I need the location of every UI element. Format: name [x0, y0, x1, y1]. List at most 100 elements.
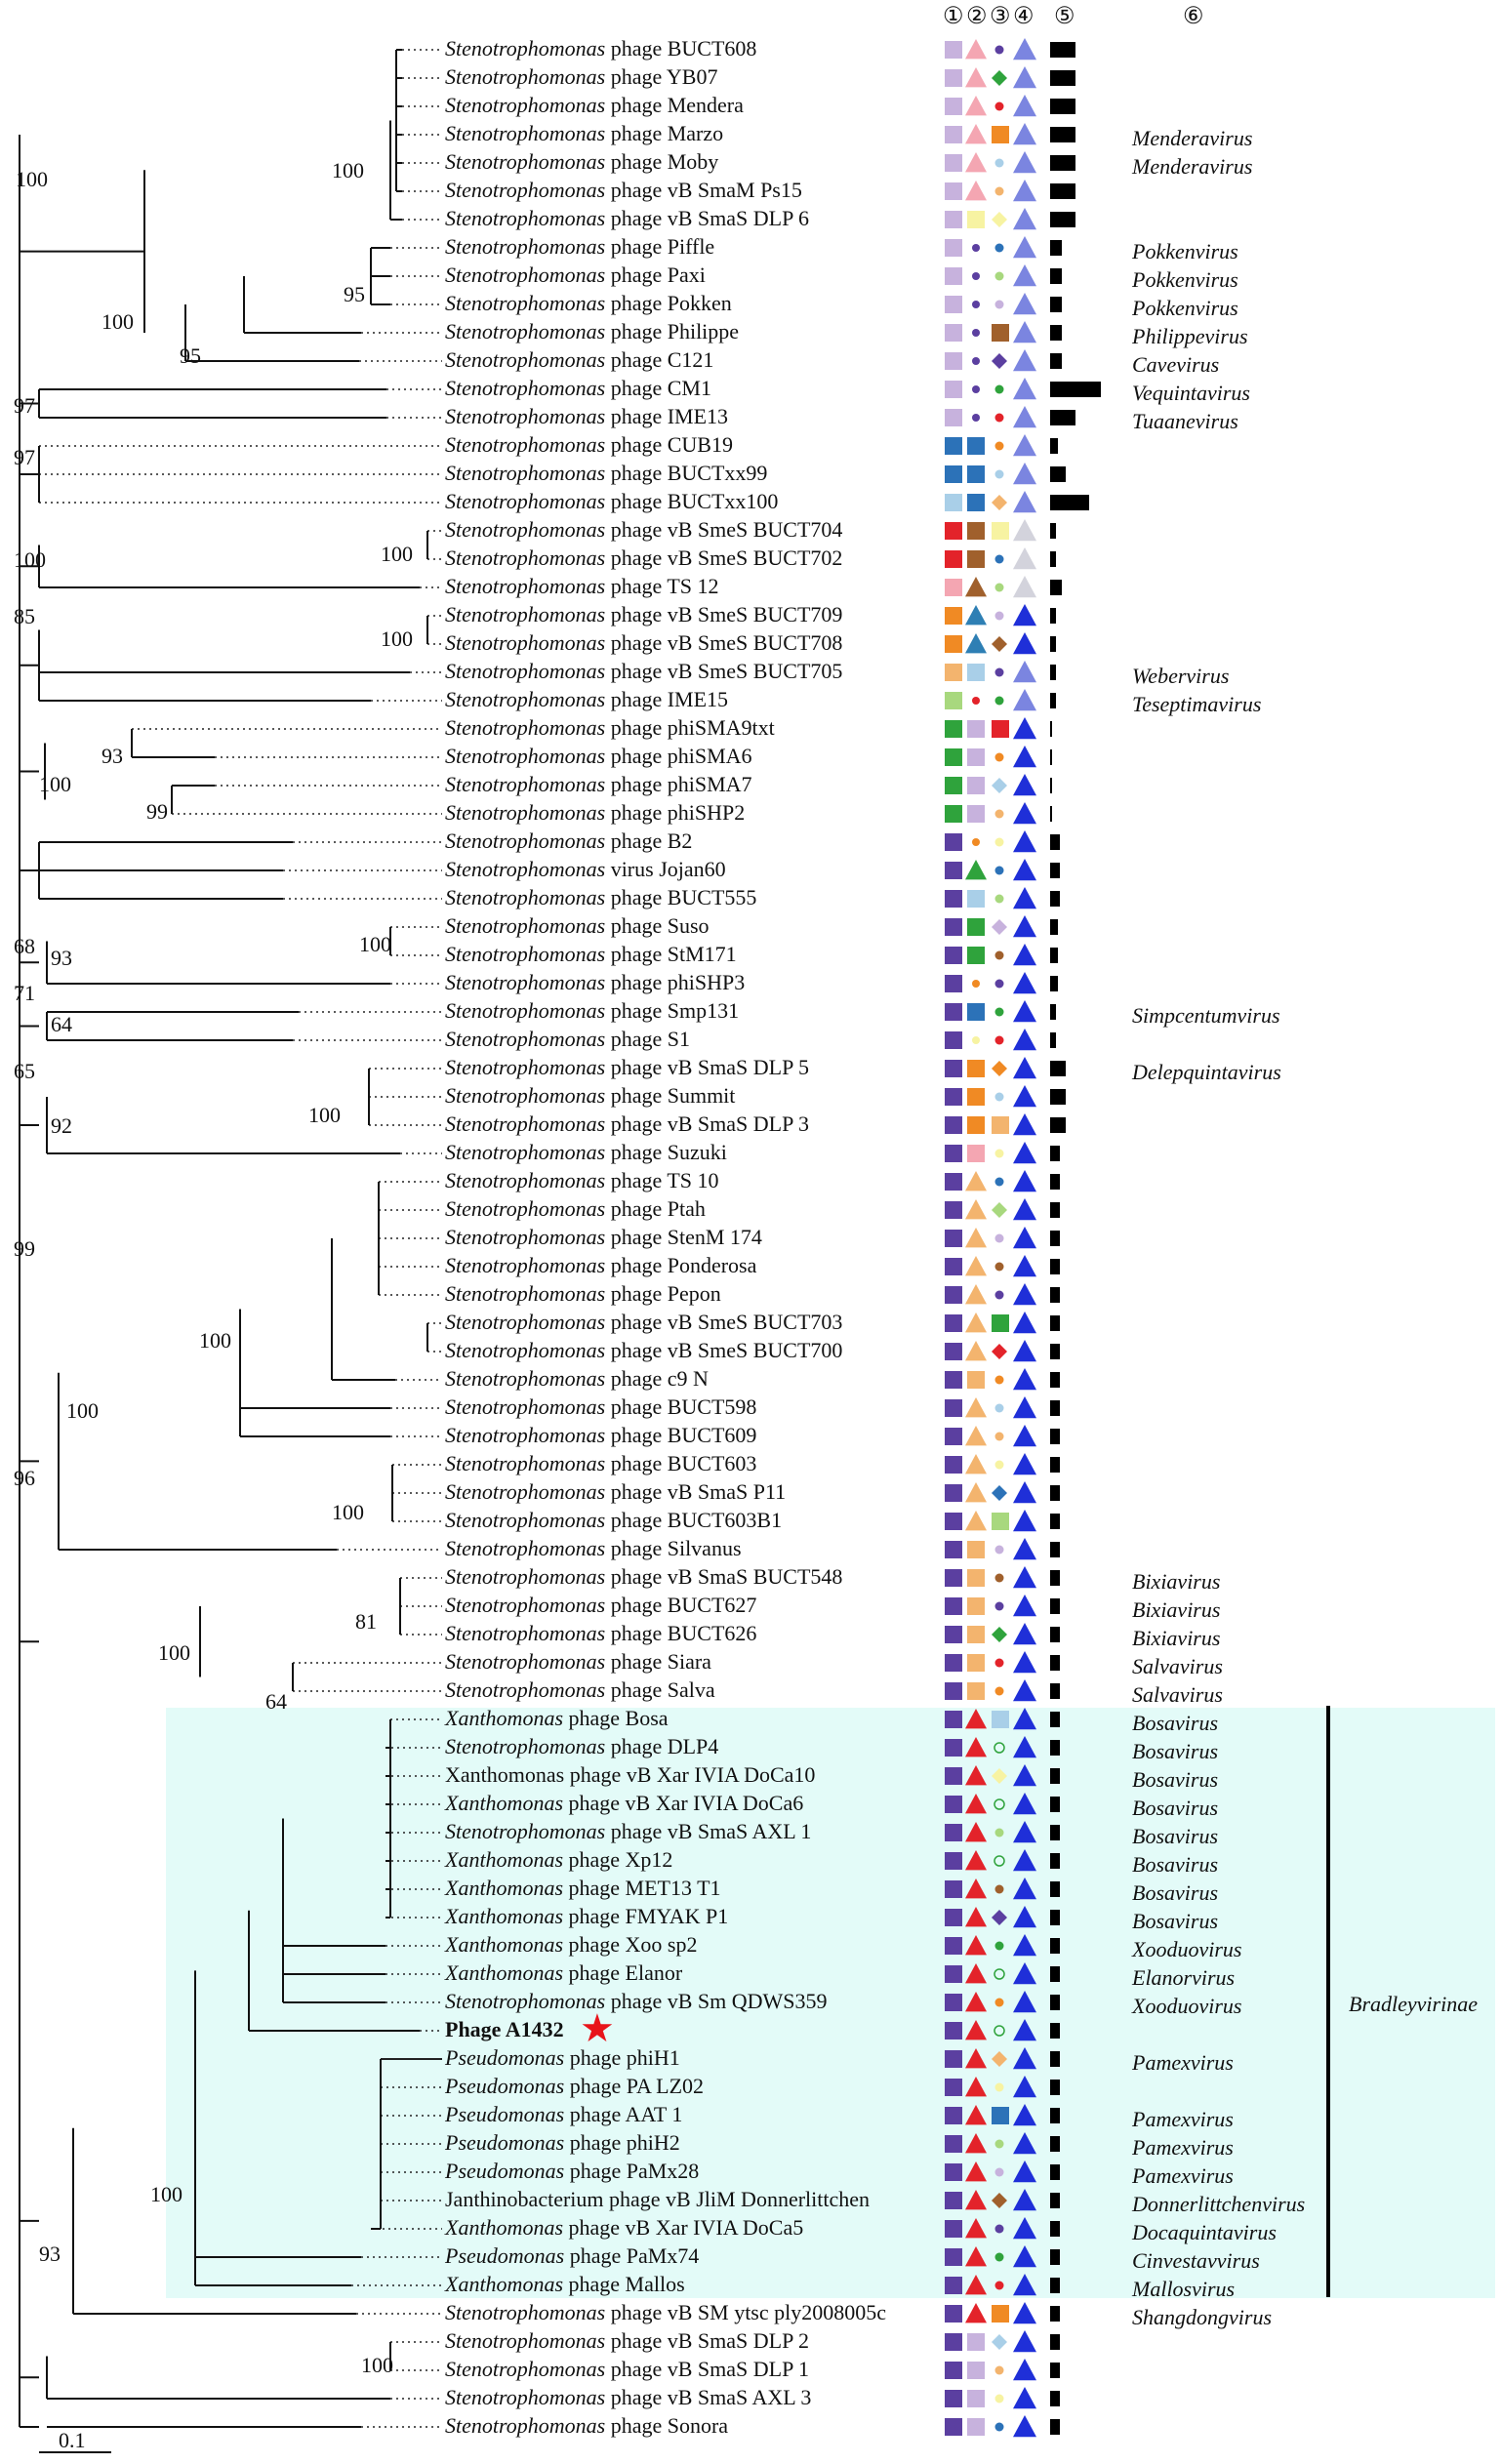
bootstrap-value: 100	[361, 2353, 393, 2377]
taxon-host-genus: Stenotrophomonas	[445, 1423, 606, 1447]
trait-5-bar	[1050, 268, 1062, 284]
taxon-label: Stenotrophomonas phage vB SmaS DLP 3	[445, 1112, 809, 1136]
trait-3-dot	[994, 441, 1004, 451]
taxon-host-genus: Stenotrophomonas	[445, 1621, 606, 1645]
virus-genus-label: Vequintavirus	[1132, 381, 1250, 405]
trait-5-bar	[1050, 183, 1075, 199]
taxon-host-genus: Stenotrophomonas	[445, 1593, 606, 1617]
trait-5-bar	[1050, 1542, 1060, 1557]
trait-3-square	[992, 1513, 1009, 1530]
bootstrap-value: 99	[14, 1236, 35, 1261]
trait-5-bar	[1050, 1768, 1060, 1784]
trait-1-square	[945, 2022, 962, 2040]
trait-5-bar	[1050, 325, 1062, 341]
trait-2-triangle	[965, 1878, 987, 1899]
taxon-label: Stenotrophomonas phage BUCT603B1	[445, 1509, 782, 1532]
taxon-label: Xanthomonas phage vB Xar IVIA DoCa6	[445, 1792, 803, 1815]
trait-4-triangle	[1013, 349, 1036, 372]
bootstrap-value: 100	[359, 932, 391, 956]
trait-1-square	[945, 2277, 962, 2294]
taxon-host-genus: Stenotrophomonas	[445, 461, 606, 485]
taxon-label: Stenotrophomonas phage Sonora	[445, 2414, 728, 2438]
trait-5-bar	[1050, 70, 1075, 86]
trait-1-square	[945, 777, 962, 794]
taxon-host-genus: Stenotrophomonas	[445, 998, 606, 1023]
trait-5-bar	[1050, 2363, 1060, 2378]
trait-5-bar	[1050, 1004, 1056, 1020]
trait-5-bar	[1050, 155, 1075, 171]
trait-3-square	[992, 1314, 1009, 1332]
virus-genus-label: Xooduovirus	[1132, 1994, 1242, 2018]
taxon-name: virus Jojan60	[605, 857, 726, 881]
taxon-label: Stenotrophomonas phage S1	[445, 1028, 690, 1051]
taxon-host-genus: Stenotrophomonas	[445, 1677, 606, 1702]
trait-3-dot	[994, 667, 1004, 677]
taxon-label: Stenotrophomonas phage Ponderosa	[445, 1254, 756, 1277]
trait-2-dot	[972, 357, 980, 365]
trait-3-dot	[994, 1573, 1004, 1583]
taxon-name: phage vB SmaS BUCT548	[605, 1564, 843, 1589]
trait-4-triangle	[1013, 1142, 1036, 1164]
trait-5-bar	[1050, 636, 1056, 652]
trait-1-square	[945, 1484, 962, 1502]
trait-1-square	[945, 1088, 962, 1106]
taxon-host-genus: Xanthomonas	[445, 1847, 563, 1872]
trait-5-bar	[1050, 1315, 1060, 1331]
trait-5-bar	[1050, 99, 1075, 114]
trait-3-dot	[994, 950, 1004, 960]
trait-3-dot	[994, 1968, 1005, 1980]
trait-4-triangle	[1013, 2302, 1036, 2324]
taxon-name: phage Elanor	[563, 1960, 683, 1985]
trait-1-square	[945, 918, 962, 936]
trait-3-dot	[994, 554, 1004, 564]
trait-1-square	[945, 1428, 962, 1445]
trait-5-bar	[1050, 1429, 1060, 1444]
taxon-name: phage Ptah	[605, 1196, 706, 1221]
subfamily-bracket	[1326, 1706, 1330, 2297]
trait-1-square	[945, 748, 962, 766]
taxon-name: Janthinobacterium phage vB JliM Donnerli…	[445, 2187, 871, 2211]
trait-2-triangle	[965, 67, 987, 88]
virus-genus-label: Bosavirus	[1132, 1767, 1218, 1792]
trait-1-square	[945, 2248, 962, 2266]
trait-1-square	[945, 465, 962, 483]
virus-genus-label: Elanorvirus	[1132, 1965, 1236, 1990]
taxon-label: Stenotrophomonas phage BUCTxx100	[445, 490, 778, 513]
bootstrap-value: 99	[146, 799, 168, 824]
trait-1-square	[945, 296, 962, 313]
virus-genus-label: Webervirus	[1132, 664, 1230, 688]
virus-genus-label: Pamexvirus	[1132, 2050, 1234, 2075]
taxon-host-genus: Xanthomonas	[445, 2272, 563, 2296]
taxon-name: phage vB SmeS BUCT704	[605, 517, 843, 542]
trait-3-diamond	[992, 1061, 1007, 1076]
trait-2-square	[967, 1682, 985, 1700]
taxon-host-genus: Stenotrophomonas	[445, 234, 606, 259]
taxon-label: Xanthomonas phage FMYAK P1	[445, 1905, 728, 1928]
trait-2-triangle	[965, 2303, 987, 2323]
trait-3-dot	[994, 2139, 1004, 2149]
trait-5-bar	[1050, 2051, 1060, 2067]
taxon-label: Xanthomonas phage vB Xar IVIA DoCa5	[445, 2216, 803, 2240]
trait-4-triangle	[1013, 915, 1036, 938]
trait-3-square	[992, 1711, 1009, 1728]
trait-2-square	[967, 1060, 985, 1077]
taxon-name: phage Piffle	[605, 234, 715, 259]
taxon-label: Stenotrophomonas phage Ptah	[445, 1197, 706, 1221]
trait-2-square	[967, 494, 985, 511]
taxon-host-genus: Stenotrophomonas	[445, 1111, 606, 1136]
taxon-name: phage c9 N	[605, 1366, 709, 1391]
trait-5-bar	[1050, 382, 1101, 397]
trait-1-square	[945, 381, 962, 398]
taxon-host-genus: Xanthomonas	[445, 1706, 563, 1730]
taxon-host-genus: Stenotrophomonas	[445, 1564, 606, 1589]
taxon-host-genus: Stenotrophomonas	[445, 828, 606, 853]
taxon-name: phage StM171	[605, 942, 737, 966]
taxon-host-genus: Stenotrophomonas	[445, 1055, 606, 1079]
taxon-label: Stenotrophomonas phage vB SmeS BUCT702	[445, 546, 842, 570]
taxon-host-genus: Stenotrophomonas	[445, 64, 606, 89]
trait-4-triangle	[1013, 236, 1036, 259]
trait-1-square	[945, 1597, 962, 1615]
trait-4-triangle	[1013, 1764, 1036, 1787]
taxon-host-genus: Stenotrophomonas	[445, 319, 606, 343]
virus-genus-label: Donnerlittchenvirus	[1132, 2192, 1306, 2216]
